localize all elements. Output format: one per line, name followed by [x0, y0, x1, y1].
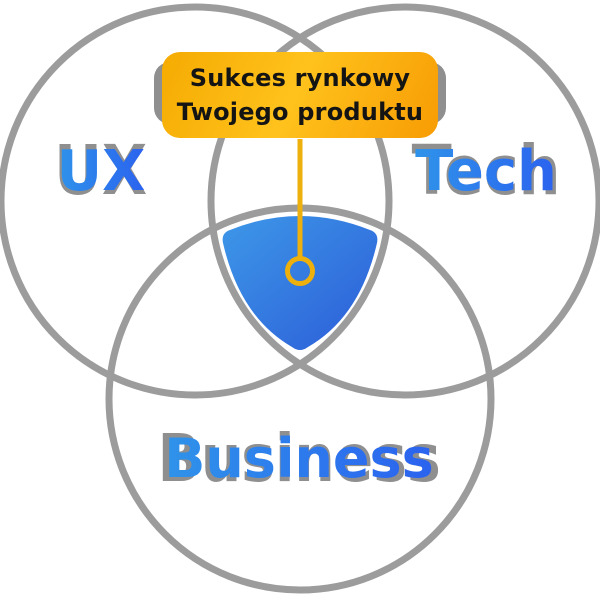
set-label-business-text: Business — [164, 427, 434, 490]
pin-ring — [285, 256, 315, 286]
set-label-tech-shadow: Tech — [412, 137, 561, 206]
circle-ux — [0, 3, 393, 399]
pin-ring-pointer-icon — [285, 139, 315, 286]
set-label-business: Business Business — [157, 425, 440, 491]
set-label-ux-shadow: UX — [54, 137, 147, 206]
set-label-tech-text: Tech — [415, 139, 557, 204]
circle-tech — [207, 3, 600, 399]
set-label-tech: Tech Tech — [412, 137, 561, 205]
callout-line-1: Sukces rynkowy — [189, 64, 411, 92]
callout-line-2: Twojego produktu — [176, 98, 424, 126]
set-label-ux: UX UX — [54, 137, 147, 205]
set-label-ux-text: UX — [56, 139, 146, 204]
set-label-business-shadow: Business — [157, 425, 440, 492]
callout-box: Sukces rynkowy Twojego produktu — [162, 52, 438, 138]
